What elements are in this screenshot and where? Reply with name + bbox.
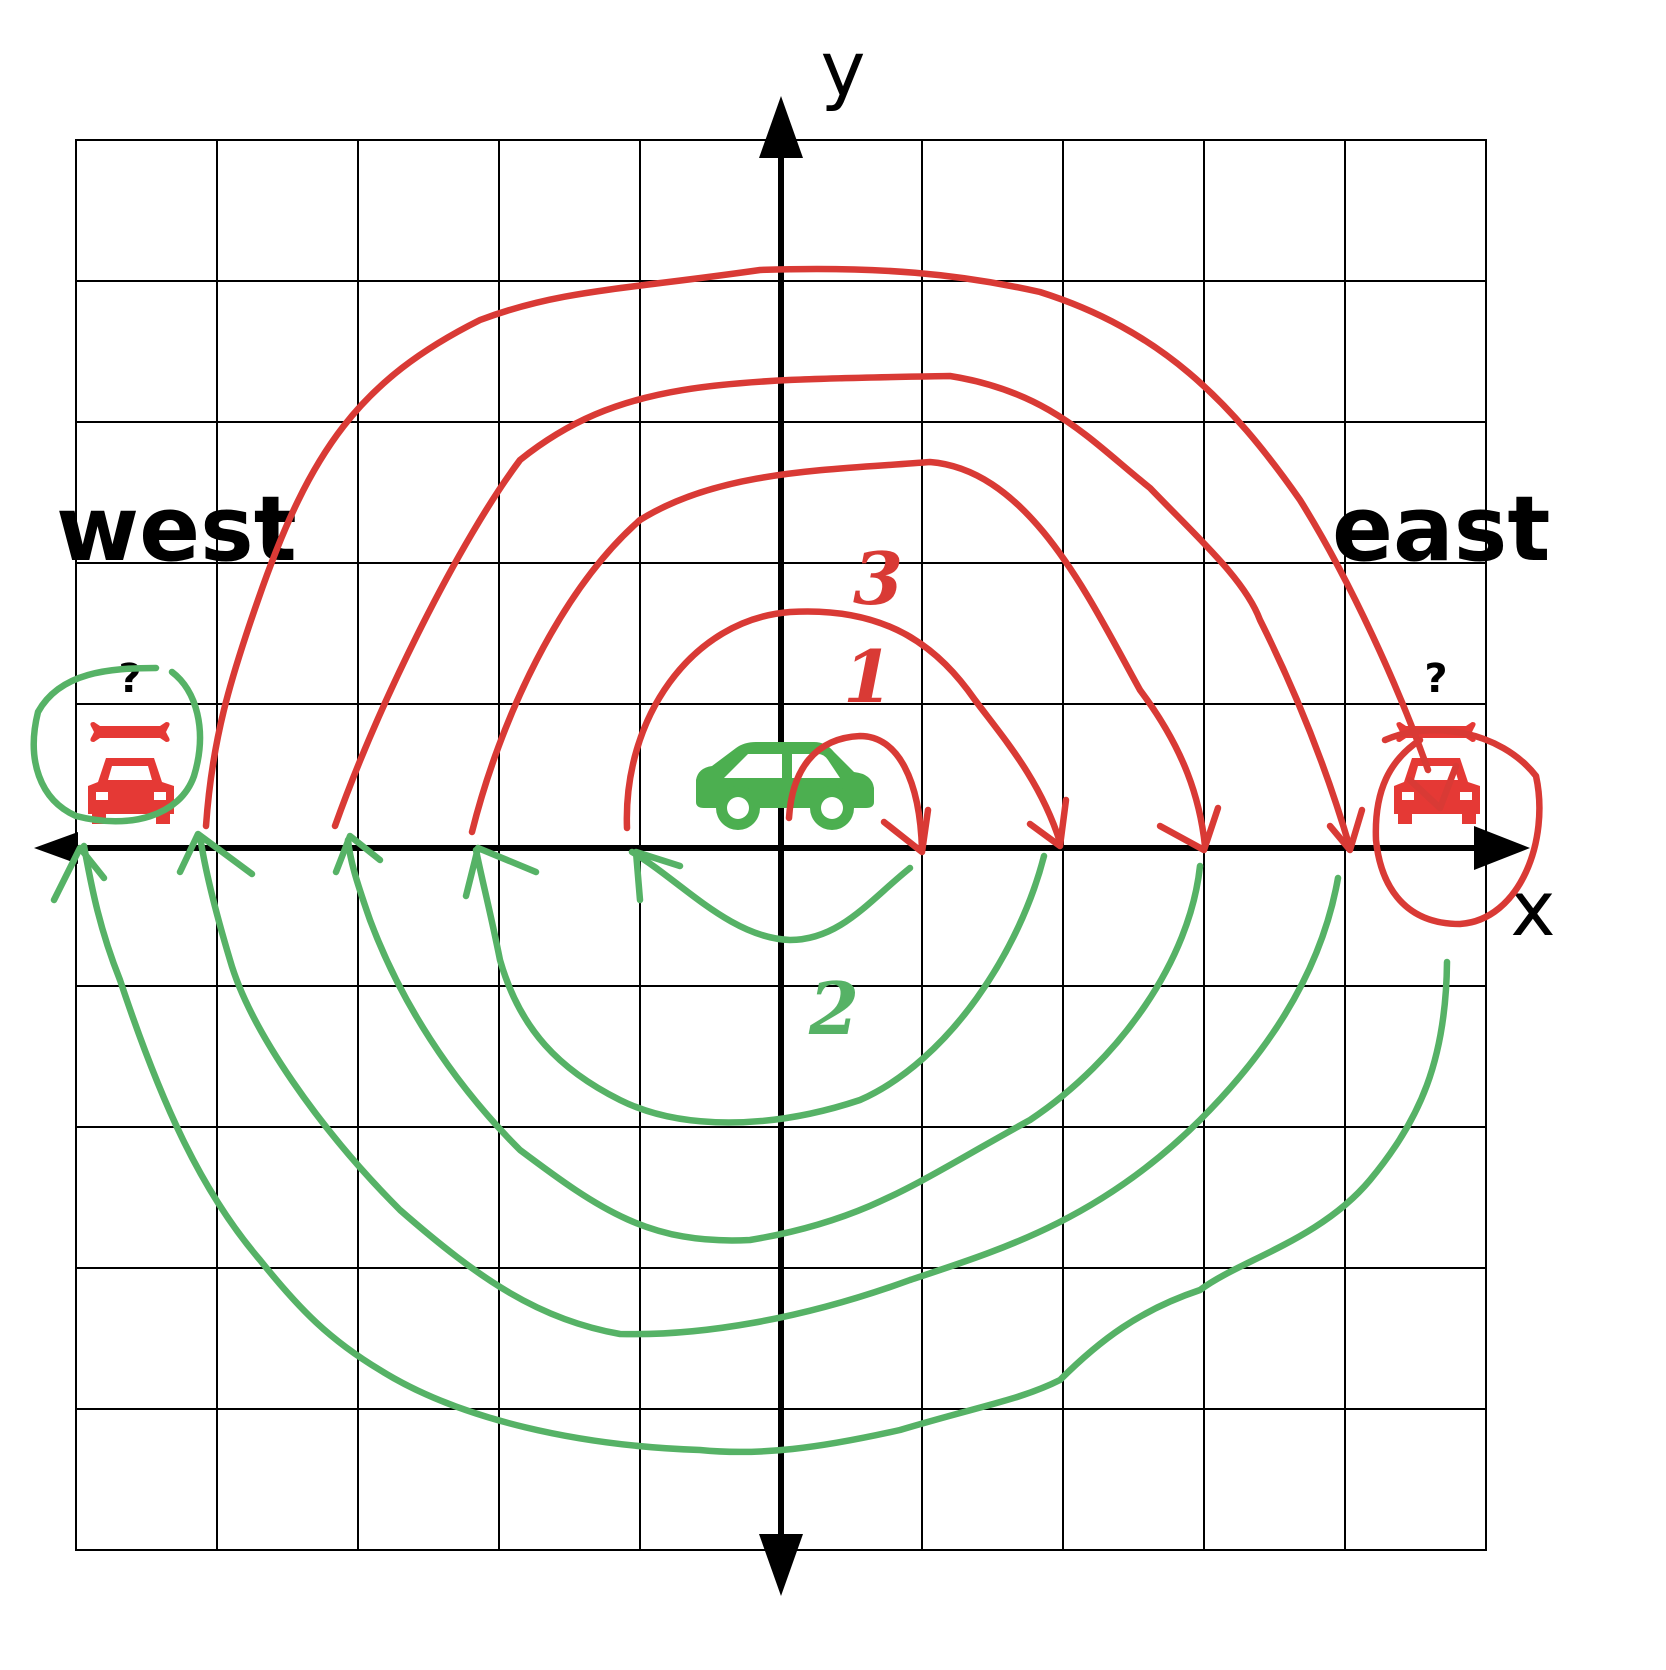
red-arrowhead-4 (1326, 806, 1366, 854)
east-question-mark: ? (1424, 656, 1447, 702)
green-arc-2 (472, 846, 1048, 1126)
red-arc-1 (785, 732, 926, 854)
y-axis-top-arrowhead (759, 96, 803, 158)
green-arc-1 (628, 848, 914, 944)
y-axis-bottom-arrowhead (759, 1534, 803, 1596)
green-arcs (30, 664, 1451, 1456)
green-arc-5 (80, 842, 1451, 1456)
east-label: east (1332, 477, 1550, 582)
step-label-3: 3 (853, 536, 903, 621)
green-arrowhead-3 (332, 832, 384, 876)
green-arrowhead-5 (50, 844, 108, 904)
red-arc-4 (331, 372, 1354, 852)
step-label-2: 2 (808, 966, 859, 1051)
red-arrowhead-3 (1156, 804, 1222, 854)
green-arrowhead-2 (462, 844, 540, 900)
green-arrowhead-1 (632, 848, 684, 904)
east-target-circle (1372, 727, 1543, 928)
red-arrowhead-2 (1026, 796, 1070, 850)
green-arc-4 (196, 832, 1342, 1338)
x-axis-left-arrowhead (34, 832, 78, 864)
red-arc-5 (202, 265, 1432, 830)
axes: y x (34, 24, 1555, 1596)
step-label-1: 1 (843, 634, 893, 719)
green-arc-3 (344, 836, 1204, 1244)
y-axis-label: y (821, 24, 866, 113)
west-question-mark: ? (118, 656, 141, 702)
green-arrowhead-4 (176, 830, 256, 878)
x-axis-label: x (1511, 864, 1556, 953)
west-label: west (56, 477, 297, 582)
red-arc-3 (468, 458, 1209, 850)
west-target-circle (30, 664, 204, 825)
red-arrowhead-1 (880, 806, 932, 856)
car-icon (696, 742, 874, 830)
red-arcs (202, 265, 1543, 928)
x-axis-right-arrowhead (1474, 826, 1530, 870)
red-arrowhead-5 (1406, 762, 1460, 812)
red-arc-2 (623, 608, 1064, 846)
